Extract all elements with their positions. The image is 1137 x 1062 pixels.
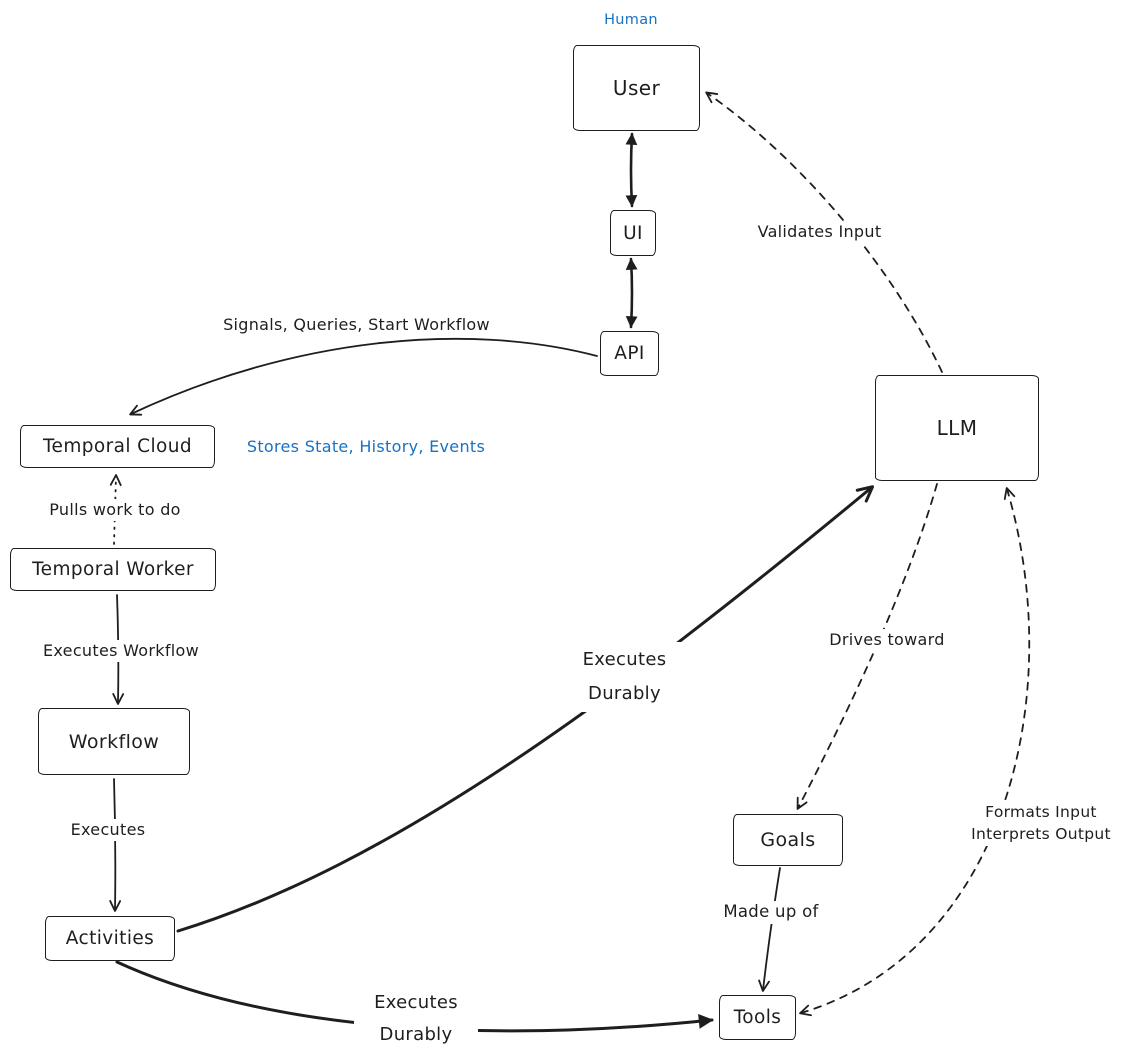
node-tools: Tools bbox=[719, 995, 796, 1040]
node-api-label: API bbox=[614, 343, 645, 364]
edge-llm-user bbox=[705, 91, 943, 373]
edge-label-executes-durably-tools: Executes Durably bbox=[354, 986, 478, 1052]
edge-label-line: Executes bbox=[582, 649, 667, 670]
node-temporal-worker-label: Temporal Worker bbox=[32, 559, 194, 580]
node-ui: UI bbox=[610, 210, 656, 256]
edge-api-temporal-cloud bbox=[129, 337, 598, 416]
edge-label-made-up-of: Made up of bbox=[710, 901, 832, 924]
node-api: API bbox=[600, 331, 659, 376]
edge-label-pulls-work-to-do: Pulls work to do bbox=[34, 499, 196, 521]
annotation-human: Human bbox=[566, 10, 696, 31]
node-goals-label: Goals bbox=[760, 829, 816, 851]
node-temporal-worker: Temporal Worker bbox=[10, 548, 216, 591]
annotation-stores-state-history-events: Stores State, History, Events bbox=[230, 436, 502, 458]
edge-user-ui bbox=[625, 132, 638, 208]
node-workflow: Workflow bbox=[38, 708, 190, 775]
node-user-label: User bbox=[612, 76, 661, 100]
edge-label-executes-durably-llm: Executes Durably bbox=[552, 642, 697, 712]
edge-label-validates-input: Validates Input bbox=[737, 221, 902, 243]
node-workflow-label: Workflow bbox=[68, 730, 160, 753]
edge-label-line: Executes bbox=[374, 992, 458, 1013]
node-temporal-cloud-label: Temporal Cloud bbox=[42, 436, 193, 457]
node-temporal-cloud: Temporal Cloud bbox=[20, 425, 215, 468]
edge-ui-api bbox=[625, 257, 638, 329]
edge-label-line: Formats Input bbox=[985, 803, 1097, 821]
node-ui-label: UI bbox=[623, 222, 643, 244]
node-user: User bbox=[573, 45, 700, 131]
edge-label-formats-input-interprets-output: Formats Input Interprets Output bbox=[958, 800, 1124, 846]
node-activities: Activities bbox=[45, 916, 175, 961]
edge-label-line: Durably bbox=[379, 1024, 453, 1045]
edge-workflow-activities bbox=[109, 778, 122, 912]
edge-label-drives-toward: Drives toward bbox=[818, 629, 956, 651]
node-llm-label: LLM bbox=[936, 416, 978, 440]
node-activities-label: Activities bbox=[65, 928, 155, 949]
edge-label-executes-workflow: Executes Workflow bbox=[30, 640, 212, 662]
edge-activities-llm bbox=[176, 485, 875, 933]
node-goals: Goals bbox=[733, 814, 843, 866]
node-tools-label: Tools bbox=[733, 1007, 782, 1028]
edge-goals-tools bbox=[758, 867, 781, 992]
edge-label-executes: Executes bbox=[47, 819, 169, 841]
edge-tools-llm bbox=[799, 487, 1031, 1017]
node-llm: LLM bbox=[875, 375, 1039, 481]
edge-label-line: Durably bbox=[588, 683, 661, 704]
edge-label-signals-queries-start-workflow: Signals, Queries, Start Workflow bbox=[214, 314, 499, 336]
edge-label-line: Interprets Output bbox=[971, 825, 1111, 843]
